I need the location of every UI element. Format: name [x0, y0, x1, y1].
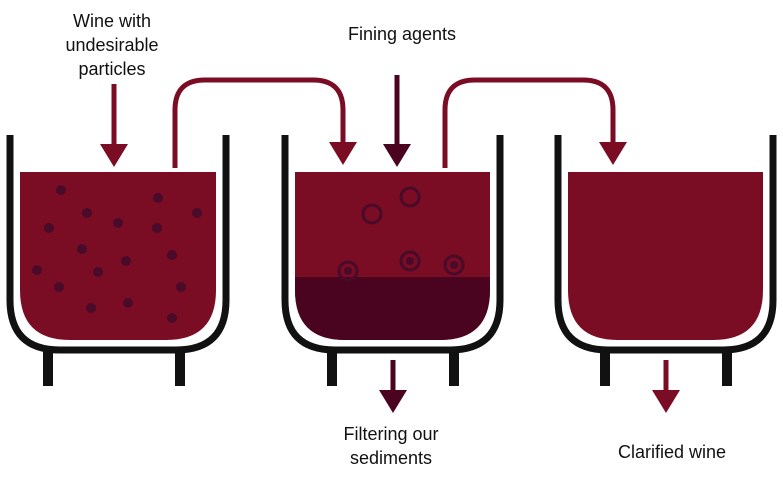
particle	[176, 282, 186, 292]
particle	[192, 208, 202, 218]
particle	[56, 185, 66, 195]
down-arrow-icon	[383, 144, 411, 167]
clarified-out-arrow	[652, 360, 680, 413]
wine-body-c	[568, 172, 763, 340]
tank-leg-c-left	[600, 350, 610, 386]
tank-leg-a-left	[43, 350, 53, 386]
particle	[93, 267, 103, 277]
bound-particle-ring	[443, 254, 465, 276]
filter-label-line1: Filtering our	[343, 424, 438, 444]
particle	[167, 313, 177, 323]
particle	[113, 218, 123, 228]
particle	[77, 244, 87, 254]
fining-particles	[337, 186, 465, 282]
bound-particle-core	[344, 267, 352, 275]
tank-unfiltered	[6, 135, 230, 386]
down-arrow-icon	[599, 142, 627, 165]
arrows	[100, 75, 680, 413]
particle	[123, 298, 133, 308]
particle	[86, 303, 96, 313]
labels: Wine with undesirable particles Fining a…	[65, 11, 726, 468]
tank-leg-b-right	[449, 350, 459, 386]
transfer-arrow-1	[172, 77, 357, 168]
bound-particle-core	[406, 257, 414, 265]
tank-wall-b	[281, 135, 504, 354]
input-label-line2: undesirable	[65, 35, 158, 55]
particles	[32, 185, 202, 323]
wine-body-a	[20, 172, 216, 340]
particle	[54, 282, 64, 292]
fining-agents-arrow	[383, 75, 411, 167]
input-arrow	[100, 84, 128, 167]
down-arrow-icon	[329, 142, 357, 165]
bound-particle-cores	[344, 257, 458, 275]
particle	[44, 223, 54, 233]
down-arrow-icon	[652, 390, 680, 413]
fining-agent-ring	[399, 186, 421, 208]
sediment-out-arrow	[379, 360, 407, 413]
down-arrow-icon	[100, 144, 128, 167]
tank-wall-a	[6, 135, 230, 354]
fining-agent-ring	[361, 203, 383, 225]
sediment-layer	[295, 277, 490, 340]
bound-particle-ring	[399, 250, 421, 272]
particle	[82, 208, 92, 218]
bound-particle-core	[450, 261, 458, 269]
clarified-wine-label: Clarified wine	[618, 442, 726, 462]
fining-agents-label: Fining agents	[348, 24, 456, 44]
particle	[167, 250, 177, 260]
tank-clarified	[554, 135, 777, 386]
tank-leg-a-right	[175, 350, 185, 386]
particle	[152, 223, 162, 233]
down-arrow-icon	[379, 390, 407, 413]
particle	[32, 265, 42, 275]
transfer-arrow-2	[442, 77, 627, 168]
tank-leg-c-right	[722, 350, 732, 386]
particle	[121, 256, 131, 266]
tank-wall-c	[554, 135, 777, 354]
input-label-line1: Wine with	[73, 11, 151, 31]
tank-leg-b-left	[327, 350, 337, 386]
filter-label-line2: sediments	[350, 448, 432, 468]
tank-fining	[281, 135, 504, 386]
bound-particle-ring	[337, 260, 359, 282]
particle	[153, 193, 163, 203]
input-label-line3: particles	[78, 59, 145, 79]
